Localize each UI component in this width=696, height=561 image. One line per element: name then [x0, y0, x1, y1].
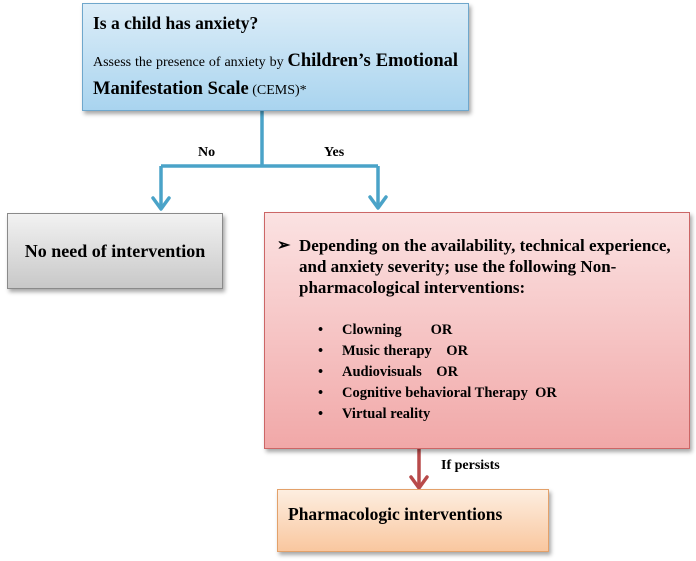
persists-arrowhead-icon — [409, 475, 429, 490]
list-item: •Music therapy OR — [318, 341, 557, 362]
non-pharmacological-box: ➢ Depending on the availability, technic… — [264, 212, 690, 449]
no-branch-label: No — [198, 145, 216, 160]
no-intervention-text: No need of intervention — [24, 240, 206, 261]
bullet-icon: • — [318, 364, 324, 380]
bullet-icon: • — [318, 385, 324, 401]
anxiety-question: Is a child has anxiety? — [93, 13, 259, 33]
no-arrowhead-icon — [151, 196, 171, 211]
intervention-lead-text: Depending on the availability, technical… — [299, 236, 671, 297]
list-item: •Virtual reality — [318, 404, 557, 425]
arrow-bullet-icon: ➢ — [277, 237, 291, 254]
list-item: •Clowning OR — [318, 320, 557, 341]
if-persists-label: If persists — [441, 458, 500, 473]
desc-prefix: Assess the presence of anxiety by — [93, 55, 288, 70]
list-item: •Cognitive behavioral Therapy OR — [318, 383, 557, 404]
yes-arrowhead-icon — [368, 195, 388, 210]
list-item: •Audiovisuals OR — [318, 362, 557, 383]
pharmacologic-text: Pharmacologic interventions — [288, 504, 503, 524]
intervention-list: •Clowning OR •Music therapy OR •Audiovis… — [318, 320, 557, 425]
bullet-icon: • — [318, 406, 324, 422]
pharmacologic-box: Pharmacologic interventions — [277, 489, 549, 552]
intervention-lead: ➢ Depending on the availability, technic… — [277, 235, 684, 298]
yes-branch-label: Yes — [324, 145, 345, 160]
scale-name: Children’s Emotional Manifestation Scale — [93, 51, 458, 99]
anxiety-assessment-box: Is a child has anxiety? Assess the prese… — [82, 3, 469, 111]
no-intervention-box: No need of intervention — [7, 213, 223, 289]
desc-suffix: (CEMS)* — [248, 83, 307, 98]
bullet-icon: • — [318, 322, 324, 338]
bullet-icon: • — [318, 343, 324, 359]
assessment-description: Assess the presence of anxiety by Childr… — [93, 48, 458, 104]
